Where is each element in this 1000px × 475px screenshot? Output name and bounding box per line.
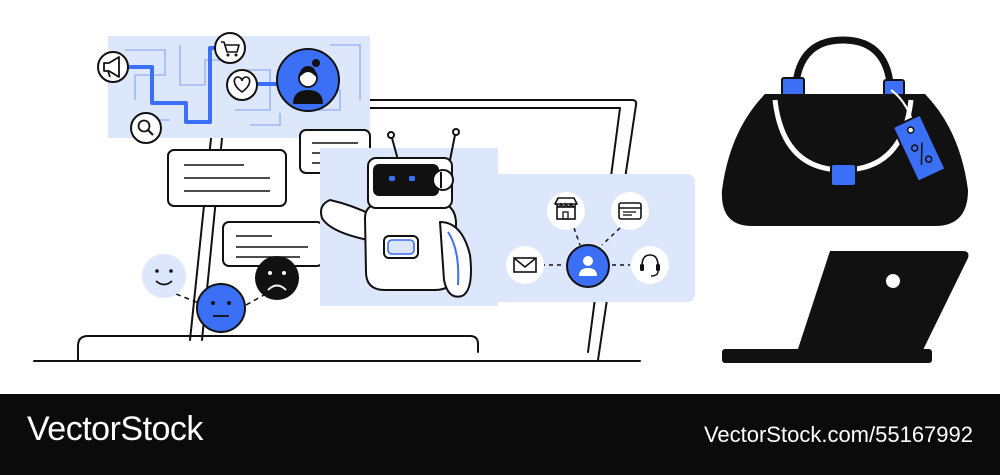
user-icon: [566, 244, 610, 288]
service-channels-panel: [492, 174, 695, 302]
headset-icon: [631, 246, 669, 284]
sad-face-icon: [255, 256, 299, 300]
smile-face-icon: [142, 254, 186, 298]
chat-bubble: [222, 221, 324, 267]
robot-icon: [320, 128, 498, 306]
shopping-cart-icon: [214, 32, 246, 64]
watermark-footer: VectorStock VectorStock.com/55167992: [0, 394, 1000, 475]
illustration-scene: [33, 32, 969, 363]
browser-window-icon: [611, 192, 649, 230]
vectorstock-logo: VectorStock: [27, 410, 203, 448]
store-icon: [547, 192, 585, 230]
feedback-faces: [142, 254, 299, 333]
handbag-icon: [721, 36, 968, 226]
megaphone-icon: [97, 51, 129, 83]
heart-icon: [226, 69, 258, 101]
laptop-icon: [722, 251, 969, 363]
customer-avatar-icon: [276, 48, 340, 112]
neutral-face-icon: [196, 283, 246, 333]
search-icon: [130, 112, 162, 144]
mail-icon: [506, 246, 544, 284]
chat-bubble: [167, 149, 287, 207]
price-tag-icon: [890, 89, 947, 184]
image-id-text: VectorStock.com/55167992: [703, 422, 973, 447]
